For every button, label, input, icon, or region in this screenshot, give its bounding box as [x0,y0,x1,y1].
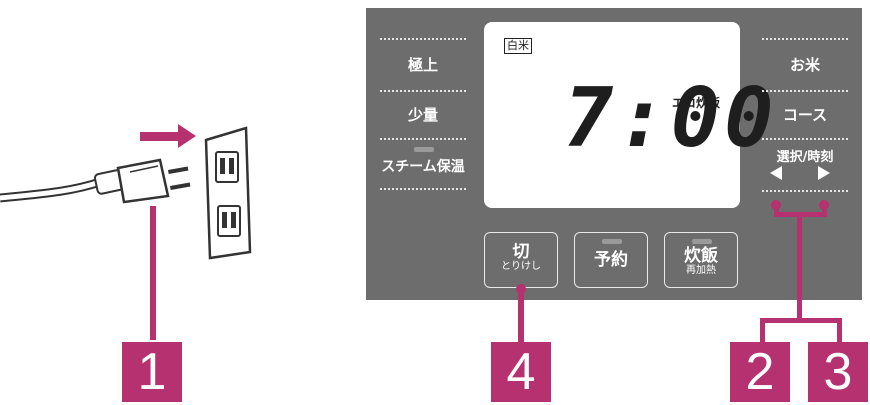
callout-line [774,206,779,214]
divider [380,188,466,190]
callout-dot-3 [819,200,829,210]
callout-number-1: 1 [122,342,182,402]
divider [380,138,466,140]
callout-line-2 [760,318,765,342]
callout-number-4: 4 [491,342,551,402]
timer-button-label: 予約 [594,250,628,270]
plug-illustration [0,124,252,260]
control-panel: 極上 少量 スチーム保温 白米 エコ炊飯 7:00 お米 コース 選択/時刻 切… [366,8,862,300]
lcd-display: 白米 エコ炊飯 7:00 [484,22,773,208]
divider [762,190,848,192]
divider [380,90,466,92]
select-left-button[interactable] [770,166,782,180]
divider [762,38,848,40]
rice-type-badge: 白米 [504,38,532,54]
cooking-mode-label: エコ炊飯 [671,96,720,110]
callout-dot-2 [771,200,781,210]
menu-label-rice[interactable]: お米 [789,56,820,74]
callout-line-4 [518,290,524,342]
cook-indicator [692,239,712,244]
cancel-button[interactable]: 切 とりけし [484,232,558,288]
callout-number-3: 3 [808,342,868,402]
callout-dot-4 [516,284,526,294]
callout-line-1 [150,206,156,340]
menu-label-steam-keep-warm[interactable]: スチーム保温 [381,159,465,175]
divider [762,90,848,92]
callout-line-3 [837,318,842,342]
timer-button[interactable]: 予約 [574,232,648,288]
select-right-button[interactable] [818,166,830,180]
callout-line [797,212,802,320]
callout-line [760,318,842,323]
cook-button-sublabel: 再加熱 [686,265,716,276]
steam-keep-warm-indicator [414,147,434,152]
divider [762,138,848,140]
menu-label-course[interactable]: コース [782,106,828,124]
divider [380,38,466,40]
menu-label-premium[interactable]: 極上 [407,56,438,74]
menu-label-small-amount[interactable]: 少量 [407,106,438,124]
callout-line [822,206,827,214]
cook-button[interactable]: 炊飯 再加熱 [664,232,738,288]
timer-indicator [602,239,622,244]
cancel-button-sublabel: とりけし [501,261,541,272]
cancel-button-label: 切 [512,242,530,262]
cook-button-label: 炊飯 [684,246,718,266]
callout-number-2: 2 [730,342,790,402]
clock-readout: 7:00 [564,71,778,166]
menu-label-select-time: 選択/時刻 [776,150,834,165]
